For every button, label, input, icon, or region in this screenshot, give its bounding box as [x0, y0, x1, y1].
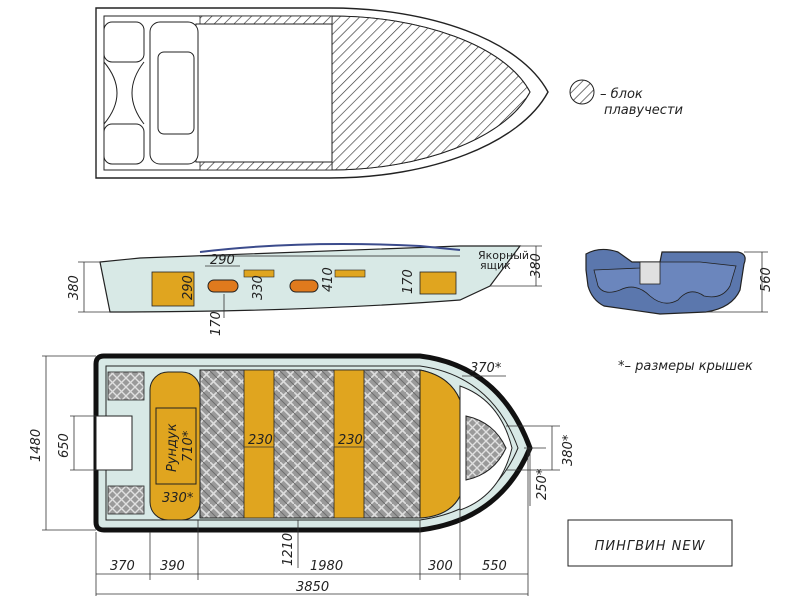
title-box: ПИНГВИН NEW: [567, 519, 733, 567]
dim-chain-0: 370: [110, 559, 135, 574]
dim-chain-3: 300: [428, 559, 453, 574]
dim-chain-2: 1980: [310, 559, 343, 574]
dim-560: 560: [759, 267, 774, 292]
top-transom-curve-2: [131, 61, 145, 125]
buoyancy-foredeck: [331, 15, 531, 171]
buoyancy-side-top: [199, 15, 333, 25]
side-seat-2: [334, 269, 366, 278]
side-hatch-2: [289, 279, 319, 293]
plan-deck-edge: [105, 365, 519, 521]
plan-transom-well: [95, 415, 133, 471]
dim-total: 3850: [296, 580, 329, 595]
dim-380-left: 380: [67, 275, 82, 300]
side-block-right: [419, 271, 457, 295]
plan-bow-anchor-hatch: [465, 415, 507, 481]
locker-label-2: 710*: [181, 430, 196, 462]
dim-370-star: 370*: [470, 361, 502, 376]
buoyancy-side-bottom: [199, 161, 333, 171]
dim-650: 650: [57, 433, 72, 458]
covers-note: *– размеры крышек: [618, 359, 753, 374]
side-view: Якорный ящик 290 290 330 410 170 170 380…: [67, 243, 544, 336]
hatched-circle-icon: [569, 79, 595, 105]
dim-290-left: 290: [181, 275, 196, 300]
thwart-label-2: 230: [338, 433, 363, 448]
top-transom-block-1: [103, 21, 145, 63]
plan-stern-pad-1: [107, 371, 145, 401]
dim-380-right: 380: [529, 253, 544, 278]
side-rail: [199, 243, 461, 253]
plan-forward-bench: [419, 369, 461, 519]
title-frame: [567, 519, 733, 567]
dim-chain-1: 390: [160, 559, 185, 574]
title-text: ПИНГВИН NEW: [595, 539, 706, 554]
dim-chain-4: 550: [482, 559, 507, 574]
plan-thwart-2: [333, 369, 365, 519]
legend-text-2: плавучести: [604, 103, 683, 118]
thwart-label-1: 230: [248, 433, 273, 448]
dim-330: 330: [251, 275, 266, 300]
dim-250-star: 250*: [535, 468, 550, 500]
dim-290-top: 290: [210, 253, 235, 268]
side-seat-1: [243, 269, 275, 278]
dim-410: 410: [321, 267, 336, 292]
plan-locker: [155, 407, 197, 485]
top-transom-curve: [103, 61, 118, 125]
dim-380-star: 380*: [561, 434, 576, 466]
plan-stern-pad-2: [107, 485, 145, 515]
plan-thwart-1: [243, 369, 275, 519]
plan-view: Рундук 710* 330* 230 230 1480 650 370* 3…: [29, 353, 576, 568]
dim-1480: 1480: [29, 429, 44, 462]
section-keel-block: [639, 261, 661, 285]
side-hull: [99, 245, 522, 313]
top-view: [95, 7, 549, 179]
top-cockpit: [192, 23, 333, 163]
top-transom-block-2: [103, 123, 145, 165]
side-block-left: [151, 271, 195, 307]
anchor-box-label-2: ящик: [480, 259, 511, 272]
length-dimensions: 370 390 1980 300 550 3850: [95, 448, 529, 596]
locker-label-1: Рундук: [165, 423, 180, 472]
section-view: 560: [585, 248, 774, 315]
dim-1210: 1210: [281, 533, 296, 566]
top-seat-inner: [157, 51, 195, 135]
dim-170-bottom: 170: [209, 311, 224, 336]
anchor-box-label-1: Якорный: [478, 249, 529, 262]
side-hatch-1: [207, 279, 239, 293]
dim-330-star: 330*: [162, 491, 194, 506]
section-inner: [593, 261, 737, 304]
legend-text-1: – блок: [600, 87, 643, 102]
legend: – блок плавучести: [569, 79, 683, 118]
dim-170-right: 170: [401, 269, 416, 294]
